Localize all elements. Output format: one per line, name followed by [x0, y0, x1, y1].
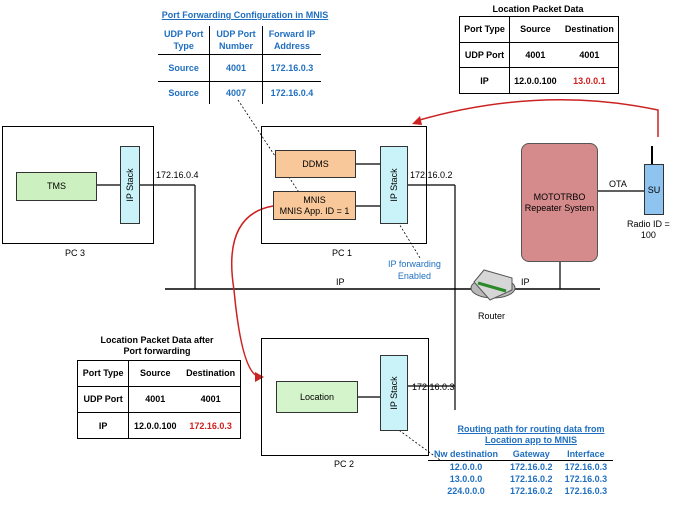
pc1-label: PC 1 [331, 248, 352, 258]
la-cell: 4001 [181, 386, 240, 414]
location-app[interactable]: Location [276, 381, 358, 413]
la-cell: UDP Port [78, 386, 130, 414]
port-forwarding-table: UDP Port Type UDP Port Number Forward IP… [158, 26, 322, 104]
pc2-ip-address: 172.16.0.3 [412, 382, 455, 392]
lp-cell: IP [460, 67, 511, 93]
pf-cell: 172.16.0.4 [270, 88, 314, 98]
la-header: Port Type [78, 361, 130, 387]
pc2-box [261, 338, 429, 456]
pc3-label: PC 3 [64, 248, 85, 258]
la-header: Destination [181, 361, 240, 387]
location-packet-table: Port Type Source Destination UDP Port 40… [459, 16, 619, 94]
rt-cell: 172.16.0.2 [510, 486, 553, 496]
la-cell: 4001 [128, 386, 182, 414]
rt-cell: 172.16.0.3 [564, 486, 608, 496]
la-cell: IP [78, 412, 130, 438]
mototrbo-repeater[interactable]: MOTOTRBO Repeater System [521, 143, 598, 262]
tms-app[interactable]: TMS [16, 172, 97, 201]
lp-header: Port Type [460, 17, 511, 43]
router-icon [470, 269, 516, 301]
tms-label: TMS [47, 181, 66, 191]
location-after-title: Location Packet Data after Port forwardi… [100, 335, 214, 356]
la-cell-destination: 172.16.0.3 [189, 420, 232, 431]
la-header: Source [128, 361, 182, 387]
lp-cell: UDP Port [460, 42, 511, 69]
rt-cell: 172.16.0.2 [510, 474, 553, 484]
pc2-ip-stack: IP Stack [380, 355, 408, 431]
ip-bus-label-right: IP [521, 277, 530, 287]
routing-table: Nw destination Gateway Interface 12.0.0.… [428, 448, 614, 497]
pf-header-0: UDP Port Type [158, 26, 211, 55]
pc3-box [2, 126, 154, 244]
la-cell: 12.0.0.100 [134, 420, 177, 431]
rt-cell: 172.16.0.3 [564, 474, 608, 484]
ota-label: OTA [609, 179, 627, 189]
routing-title: Routing path for routing data from Locat… [457, 424, 605, 445]
ddms-app[interactable]: DDMS [275, 150, 356, 178]
ip-forwarding-label: IP forwarding Enabled [388, 259, 441, 281]
ip-bus-label-left: IP [336, 277, 345, 287]
pc3-ip-address: 172.16.0.4 [156, 170, 199, 180]
pf-cell: 4007 [209, 81, 263, 104]
pc1-ip-address: 172.16.0.2 [410, 170, 453, 180]
lp-header: Destination [560, 17, 618, 43]
pf-cell: Source [158, 54, 211, 82]
lp-cell: 4001 [509, 42, 561, 69]
pc2-label: PC 2 [333, 459, 354, 469]
location-packet-title: Location Packet Data [492, 4, 584, 14]
lp-cell: 4001 [560, 42, 618, 69]
rt-cell: 172.16.0.2 [510, 462, 553, 472]
pc1-ip-stack: IP Stack [380, 146, 408, 224]
su-radio[interactable]: SU [644, 164, 664, 215]
location-after-table: Port Type Source Destination UDP Port 40… [77, 360, 241, 439]
lp-cell: 12.0.0.100 [514, 75, 557, 86]
pf-header-1: UDP Port Number [209, 26, 263, 55]
pf-cell: 4001 [209, 54, 263, 82]
rt-header: Interface [567, 449, 605, 459]
rt-cell: 13.0.0.0 [449, 474, 483, 484]
rt-header: Gateway [512, 449, 550, 459]
rt-cell: 224.0.0.0 [447, 486, 485, 496]
pf-header-2: Forward IP Address [262, 26, 322, 55]
lp-cell-destination: 13.0.0.1 [573, 75, 606, 86]
rt-cell: 12.0.0.0 [449, 462, 483, 472]
pf-cell: 172.16.0.3 [262, 54, 322, 82]
antenna [651, 146, 653, 164]
pc3-ip-stack: IP Stack [120, 146, 140, 224]
lp-header: Source [509, 17, 561, 43]
pf-cell: Source [158, 81, 211, 104]
router-label: Router [478, 311, 506, 321]
pc1-box [261, 126, 427, 244]
port-forwarding-title: Port Forwarding Configuration in MNIS [161, 10, 329, 20]
mnis-app[interactable]: MNIS MNIS App. ID = 1 [273, 191, 356, 220]
rt-header: Nw destination [434, 449, 499, 459]
rt-cell: 172.16.0.3 [564, 462, 608, 472]
radio-id-label: Radio ID = 100 [627, 219, 670, 240]
